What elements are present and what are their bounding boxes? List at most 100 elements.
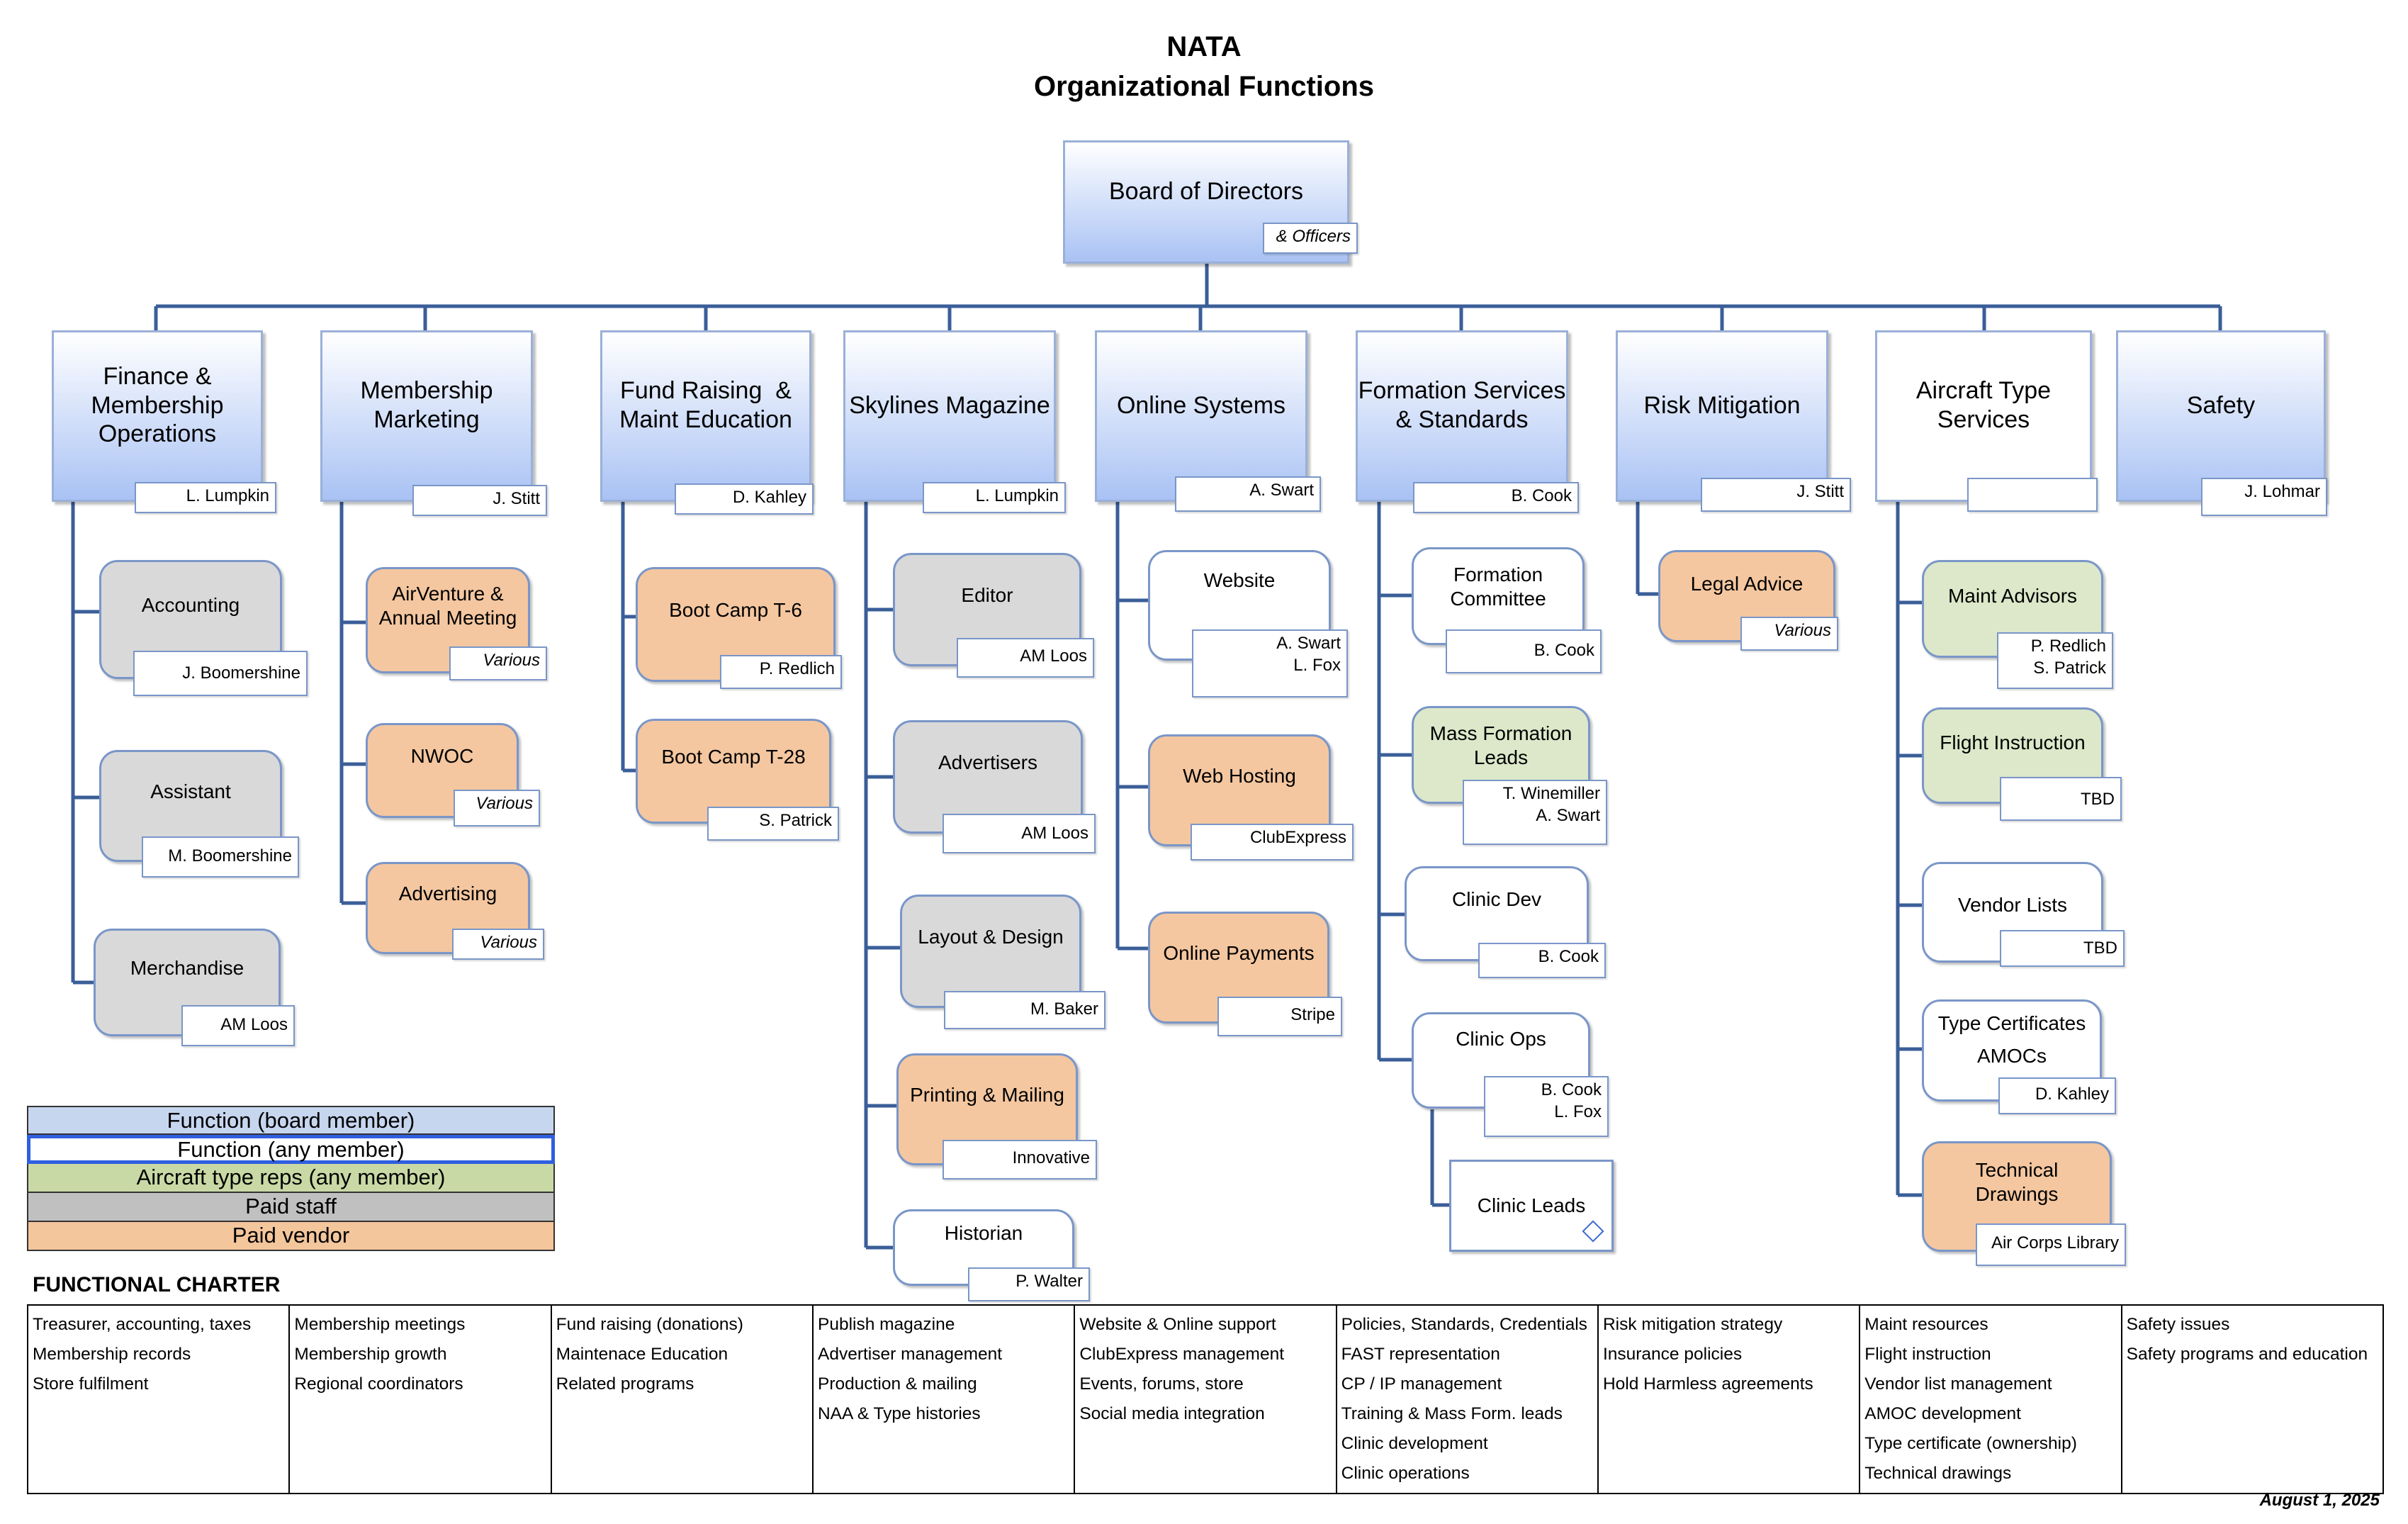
sub-person-tag: P. Redlich S. Patrick — [1997, 632, 2113, 689]
function-risk-box[interactable]: Risk Mitigation — [1616, 330, 1828, 502]
sub-label: Formation Committee — [1450, 564, 1546, 610]
function-fundraising-box[interactable]: Fund Raising & Maint Education — [600, 330, 811, 502]
function-skylines-box[interactable]: Skylines Magazine — [843, 330, 1056, 502]
function-label: Skylines Magazine — [849, 391, 1050, 419]
legend-item-aircraft-type-reps: Aircraft type reps (any member) — [27, 1164, 555, 1193]
function-label: Membership Marketing — [360, 377, 493, 433]
sub-label: Clinic Leads — [1477, 1194, 1586, 1217]
sub-technical-drawings-box[interactable]: Technical Drawings — [1922, 1141, 2112, 1252]
sub-label: Accounting — [141, 594, 240, 617]
function-label: Fund Raising & Maint Education — [619, 377, 792, 433]
function-aircraft-type-box[interactable]: Aircraft Type Services — [1875, 330, 2092, 502]
sub-label: Mass Formation Leads — [1429, 722, 1572, 768]
sub-person-tag: Stripe — [1217, 997, 1342, 1036]
sub-person-tag: D. Kahley — [1998, 1077, 2116, 1114]
function-formation-box[interactable]: Formation Services & Standards — [1356, 330, 1568, 502]
sub-label: Clinic Ops — [1456, 1028, 1546, 1050]
title-line-2: Organizational Functions — [1033, 71, 1375, 102]
sub-label: Assistant — [150, 780, 231, 803]
sub-person-tag: Various — [449, 646, 547, 680]
sub-label: Vendor Lists — [1957, 894, 2068, 917]
sub-label: Boot Camp T-28 — [661, 746, 806, 768]
sub-label: Printing & Mailing — [910, 1084, 1064, 1106]
function-person-tag: L. Lumpkin — [135, 482, 276, 513]
sub-bootcamp-t28-box[interactable]: Boot Camp T-28 — [636, 719, 831, 824]
sub-person-tag: AM Loos — [943, 814, 1096, 853]
sub-person-tag: AM Loos — [181, 1005, 295, 1046]
legend: Function (board member) Function (any me… — [27, 1106, 555, 1251]
function-person-tag: D. Kahley — [675, 483, 814, 515]
function-label: Aircraft Type Services — [1915, 377, 2052, 433]
function-label: Safety — [2186, 391, 2256, 419]
sub-person-tag: Various — [1740, 617, 1838, 651]
legend-item-paid-staff: Paid staff — [27, 1193, 555, 1222]
sub-label: AirVenture & Annual Meeting — [378, 583, 517, 629]
sub-person-tag: B. Cook L. Fox — [1484, 1076, 1609, 1137]
board-officers-tag: & Officers — [1263, 223, 1358, 254]
function-person-tag: A. Swart — [1175, 476, 1321, 512]
legend-item-board-member: Function (board member) — [27, 1106, 555, 1135]
sub-person-tag: B. Cook — [1446, 629, 1602, 673]
sub-label: Advertisers — [938, 751, 1038, 774]
function-membership-box[interactable]: Membership Marketing — [320, 330, 533, 502]
sub-person-tag: P. Walter — [968, 1267, 1090, 1301]
sub-person-tag: ClubExpress — [1191, 824, 1354, 861]
sub-person-tag: Air Corps Library — [1976, 1223, 2126, 1266]
function-safety-box[interactable]: Safety — [2116, 330, 2326, 502]
sub-label: Boot Camp T-6 — [669, 599, 802, 622]
sub-label: Technical Drawings — [1975, 1159, 2059, 1205]
sub-person-tag: M. Baker — [944, 991, 1105, 1029]
sub-person-tag: TBD — [2000, 930, 2125, 967]
sub-label: Layout & Design — [918, 926, 1064, 948]
board-of-directors-box[interactable]: Board of Directors — [1063, 140, 1349, 264]
legend-item-paid-vendor: Paid vendor — [27, 1222, 555, 1251]
sub-layout-design-box[interactable]: Layout & Design — [900, 895, 1081, 1008]
sub-clinic-leads-box[interactable]: Clinic Leads — [1449, 1160, 1614, 1252]
function-person-tag: B. Cook — [1413, 482, 1579, 513]
charter-title: FUNCTIONAL CHARTER — [33, 1273, 281, 1296]
sub-mass-formation-leads-box[interactable]: Mass Formation Leads — [1412, 706, 1590, 804]
sub-person-tag: J. Boomershine — [133, 651, 308, 696]
sub-person-tag: P. Redlich — [720, 655, 842, 689]
sub-person-tag: AM Loos — [957, 638, 1094, 678]
sub-person-tag: A. Swart L. Fox — [1192, 629, 1348, 697]
sub-advertising-box[interactable]: Advertising — [366, 862, 530, 954]
title-line-1: NATA — [1166, 31, 1242, 62]
sub-label: Web Hosting — [1183, 765, 1296, 788]
sub-person-tag: TBD — [2000, 777, 2122, 821]
sub-label: NWOC — [410, 745, 474, 768]
sub-label: Maint Advisors — [1947, 585, 2078, 607]
function-person-tag: J. Stitt — [1701, 478, 1851, 512]
function-person-tag: J. Stitt — [412, 485, 547, 516]
sub-label: Legal Advice — [1690, 573, 1804, 595]
charter-column: Fund raising (donations)Maintenace Educa… — [550, 1304, 814, 1494]
sub-person-tag: Various — [452, 929, 544, 960]
function-label: Finance & Membership Operations — [91, 362, 224, 448]
sub-label: Advertising — [398, 883, 497, 905]
board-label: Board of Directors — [1109, 177, 1303, 205]
sub-person-tag: B. Cook — [1478, 943, 1606, 978]
sub-person-tag: S. Patrick — [707, 807, 839, 841]
sub-label: Flight Instruction — [1940, 732, 2086, 754]
date-label: August 1, 2025 — [2259, 1491, 2380, 1510]
sub-person-tag: Innovative — [943, 1140, 1097, 1180]
sub-label: Type Certificates AMOCs — [1937, 1012, 2086, 1067]
function-label: Online Systems — [1116, 391, 1286, 419]
sub-label: Online Payments — [1163, 942, 1315, 965]
function-finance-box[interactable]: Finance & Membership Operations — [52, 330, 263, 502]
sub-person-tag: Various — [454, 790, 540, 827]
function-label: Risk Mitigation — [1643, 391, 1801, 419]
function-person-tag: J. Lohmar — [2201, 478, 2327, 516]
sub-label: Merchandise — [130, 957, 244, 980]
